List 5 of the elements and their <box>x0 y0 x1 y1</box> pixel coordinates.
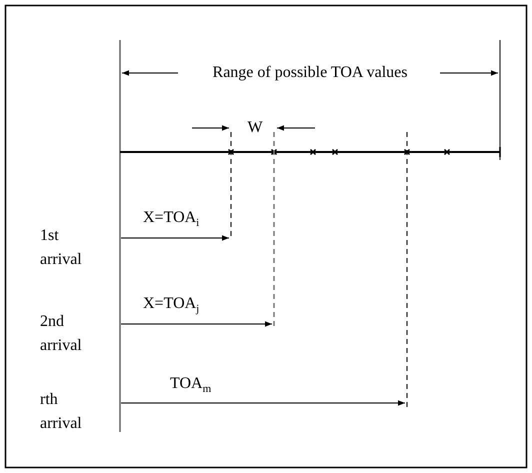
toa-label: TOA$_{m}$ <box>170 374 212 396</box>
range-label: Range of possible TOA values <box>212 63 408 83</box>
toa-label: X=TOA$_{i}$ <box>143 208 200 230</box>
toa-label: X=TOA$_{j}$ <box>143 294 200 316</box>
window-label: W <box>246 118 264 138</box>
